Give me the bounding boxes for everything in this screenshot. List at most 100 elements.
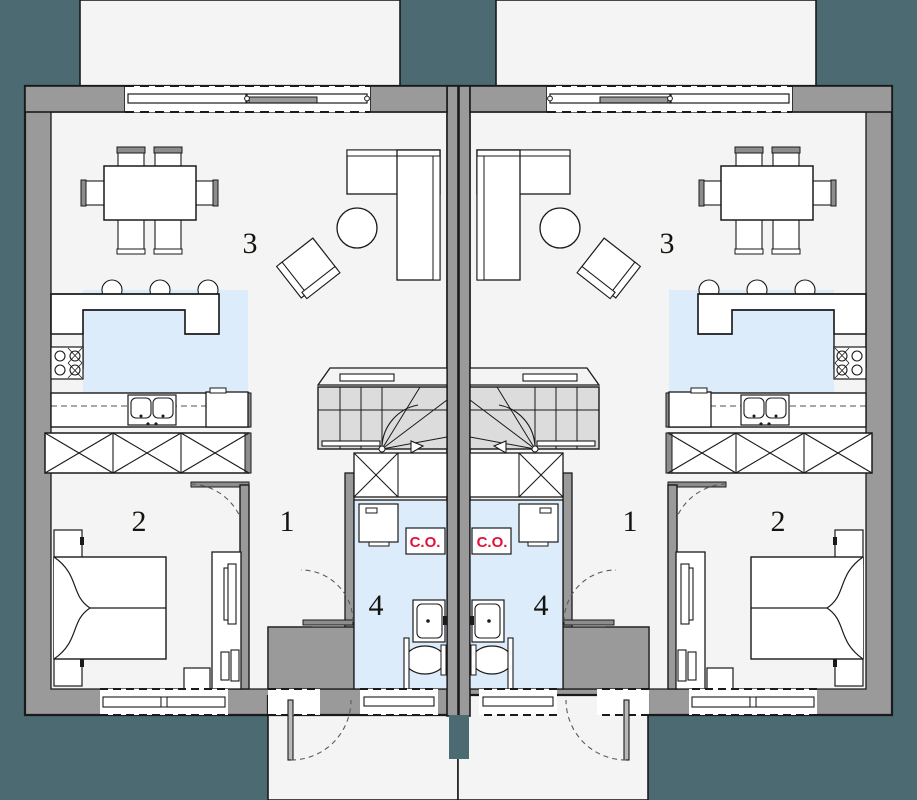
sectional-sofa-left: [346, 149, 441, 281]
bathroom-door-left[interactable]: [300, 569, 354, 626]
sectional-sofa-right: [476, 149, 571, 281]
cooktop-right: [833, 346, 867, 380]
terrace-group: [79, 0, 817, 91]
boiler-unit-right: [471, 527, 512, 555]
entrance-door-swing-arc-left: [290, 699, 352, 761]
entrance-door-leaf-left[interactable]: [287, 699, 294, 761]
dining-chair: [771, 214, 801, 255]
unit-right: [469, 146, 873, 761]
terrace-left: [79, 0, 401, 91]
stair-top-rail-right: [522, 373, 578, 382]
stair-handrail-left: [321, 440, 381, 447]
stair-handrail-right: [536, 440, 596, 447]
dining-chair: [116, 214, 146, 255]
bathroom-door-leaf-left[interactable]: [302, 619, 354, 626]
sliding-door-fixed-panel-right: [599, 96, 669, 104]
sliding-glass-door-right[interactable]: [547, 85, 792, 113]
bedroom-window-left: [100, 688, 228, 716]
dining-table-left: [103, 165, 197, 221]
toilet-right: [470, 644, 513, 676]
double-bed-left: [53, 529, 167, 687]
washing-machine-right: [518, 503, 559, 547]
bathroom-left: [353, 499, 448, 690]
shower-screen-left: [403, 637, 410, 690]
dining-set-right: [698, 146, 837, 255]
entrance-door-left[interactable]: [268, 688, 352, 761]
room-label-left-2: 2: [132, 505, 147, 538]
bathroom-door-swing-arc-left: [300, 569, 354, 623]
hall-bath-wall-left: [344, 472, 355, 629]
cooktop-left: [50, 346, 84, 380]
north-pier-right-b: [469, 85, 548, 113]
room-label-left-4: 4: [369, 589, 384, 622]
round-coffee-table-right: [539, 207, 581, 249]
sliding-door-leaf-right-1[interactable]: [670, 93, 790, 104]
dining-chair: [153, 214, 183, 255]
room-label-right-3: 3: [660, 227, 675, 260]
room-label-left-3: 3: [243, 227, 258, 260]
entrance-door-swing-arc-right: [565, 699, 627, 761]
entrance-door-right[interactable]: [565, 688, 649, 761]
north-facade-group: [24, 85, 893, 113]
round-coffee-table-left: [336, 207, 378, 249]
sliding-door-roller-right-2: [547, 95, 553, 102]
room-label-right-1: 1: [623, 505, 638, 538]
stair-direction-arc-right: [498, 404, 536, 448]
double-bed-right: [750, 529, 864, 687]
shower-screen-right: [507, 637, 514, 690]
hall-south-wall-right: [562, 626, 650, 690]
stair-direction-arc-left: [381, 404, 419, 448]
boiler-labels: C.O. C.O.: [410, 534, 508, 551]
bathroom-door-swing-arc-right: [563, 569, 617, 623]
bathroom-door-right[interactable]: [563, 569, 617, 626]
boiler-label-right: C.O.: [477, 534, 508, 551]
terrace-right: [495, 0, 817, 91]
armchair-left: [275, 237, 341, 300]
entrance-door-leaf-right[interactable]: [623, 699, 630, 761]
washing-machine-left: [358, 503, 399, 547]
kitchen-counter-right: [665, 387, 867, 428]
dining-table-right: [720, 165, 814, 221]
storage-closet-left: [353, 452, 448, 498]
armchair-right: [576, 237, 642, 300]
boiler-label-left: C.O.: [410, 534, 441, 551]
storage-closet-right: [469, 452, 564, 498]
dining-chair: [734, 214, 764, 255]
north-pier-right-a: [791, 85, 893, 113]
stair-direction-arrow-right: [492, 440, 507, 454]
unit-left: [44, 146, 448, 761]
party-wall-right-leaf: [458, 85, 471, 717]
bathroom-door-leaf-right[interactable]: [563, 619, 615, 626]
party-wall-notch: [449, 715, 469, 759]
toilet-left: [404, 644, 447, 676]
room-label-right-4: 4: [534, 589, 549, 622]
bathroom-window-right: [479, 688, 557, 716]
north-pier-left-b: [369, 85, 448, 113]
sliding-door-roller-left-1: [244, 95, 250, 102]
stair-top-rail-left: [339, 373, 395, 382]
party-wall-left-leaf: [446, 85, 459, 717]
sliding-door-roller-right-1: [667, 95, 673, 102]
kitchen-sink-right: [740, 394, 790, 426]
bathroom-sink-right: [470, 599, 505, 643]
room-label-right-2: 2: [771, 505, 786, 538]
staircase-left: [316, 367, 448, 454]
room-label-left-1: 1: [280, 505, 295, 538]
kitchen-sink-left: [127, 394, 177, 426]
sliding-door-fixed-panel-left: [248, 96, 318, 104]
dresser-right: [675, 551, 734, 693]
bathroom-sink-left: [412, 599, 447, 643]
kitchen-counter-left: [50, 387, 252, 428]
boiler-unit-left: [405, 527, 446, 555]
sliding-glass-door-left[interactable]: [125, 85, 370, 113]
sliding-door-leaf-left-1[interactable]: [127, 93, 247, 104]
party-wall-group: [446, 85, 471, 759]
bedroom-window-right: [689, 688, 817, 716]
refrigerator-left: [205, 387, 249, 428]
sliding-door-roller-left-2: [364, 95, 370, 102]
hall-bath-wall-right: [562, 472, 573, 629]
staircase-right: [469, 367, 601, 454]
room-number-labels: 3 1 2 4 3 1 2 4: [132, 227, 786, 622]
